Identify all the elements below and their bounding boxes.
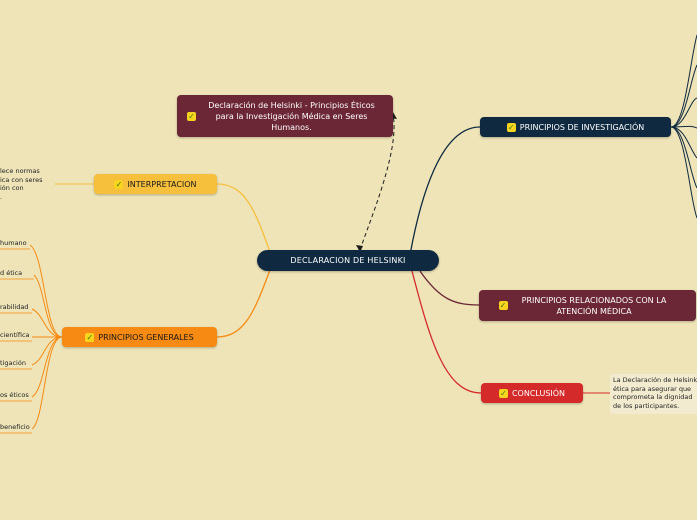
interpretacion-text-line: .	[0, 192, 3, 201]
checkbox-icon: ✓	[498, 388, 508, 398]
branch-label: CONCLUSIÓN	[511, 388, 566, 398]
branch-interpretacion[interactable]: ✓ INTERPRETACION	[94, 174, 217, 194]
checkbox-icon: ✓	[85, 332, 95, 342]
title-node-label: Declaración de Helsinki - Principios Éti…	[208, 100, 375, 132]
branch-principios-investigacion[interactable]: ✓ PRINCIPIOS DE INVESTIGACIÓN	[480, 117, 671, 137]
arrowhead-bottom	[356, 245, 363, 252]
interpretacion-text-line: ica con seres	[0, 175, 43, 184]
conclusion-text-line: de los participantes.	[613, 401, 680, 410]
checkbox-icon: ✓	[114, 179, 124, 189]
principios-generales-item[interactable]: tigación	[0, 359, 26, 367]
interpretacion-text-line: ión con	[0, 184, 24, 192]
principios-generales-fanout	[29, 244, 63, 430]
link-atencion	[419, 270, 480, 306]
interpretacion-text-line: lece normas	[0, 167, 40, 175]
branch-principios-atencion[interactable]: ✓ PRINCIPIOS RELACIONADOS CON LA ATENCIÓ…	[479, 290, 696, 321]
central-topic[interactable]: DECLARACION DE HELSINKI	[257, 250, 439, 271]
checkbox-icon: ✓	[498, 301, 508, 310]
central-topic-label: DECLARACION DE HELSINKI	[290, 256, 406, 265]
investigacion-fanout	[670, 34, 697, 219]
principios-generales-item[interactable]: d ética	[0, 269, 23, 277]
conclusion-text-line: La Declaración de Helsinki	[613, 376, 697, 384]
checkbox-icon: ✓	[187, 111, 196, 121]
principios-generales-item[interactable]: os éticos	[0, 391, 29, 399]
branch-label: PRINCIPIOS GENERALES	[98, 332, 194, 342]
link-interpretacion	[216, 183, 271, 253]
branch-principios-generales[interactable]: ✓ PRINCIPIOS GENERALES	[62, 327, 217, 347]
item-underlines	[0, 248, 34, 434]
branch-label: PRINCIPIOS RELACIONADOS CON LA ATENCIÓN …	[521, 295, 667, 316]
branch-conclusion[interactable]: ✓ CONCLUSIÓN	[481, 383, 583, 403]
principios-generales-item[interactable]: científica	[0, 331, 30, 339]
link-investigacion	[409, 126, 481, 256]
conclusion-text-line: ética para asegurar que	[613, 384, 692, 393]
conclusion-text[interactable]: La Declaración de Helsinki ética para as…	[610, 374, 697, 414]
principios-generales-item[interactable]: rabilidad	[0, 303, 29, 311]
link-title-node	[359, 114, 395, 251]
branch-label: INTERPRETACION	[127, 179, 197, 189]
branch-label: PRINCIPIOS DE INVESTIGACIÓN	[519, 122, 645, 132]
title-node[interactable]: ✓ Declaración de Helsinki - Principios É…	[177, 95, 393, 137]
principios-generales-item[interactable]: beneficio	[0, 423, 30, 431]
link-principios-generales	[216, 269, 271, 338]
link-conclusion	[411, 270, 482, 394]
checkbox-icon: ✓	[506, 122, 516, 132]
conclusion-text-line: comprometa la dignidad	[613, 393, 693, 401]
interpretacion-text[interactable]: lece normas ica con seres ión con .	[0, 167, 42, 201]
principios-generales-item[interactable]: humano	[0, 239, 27, 247]
